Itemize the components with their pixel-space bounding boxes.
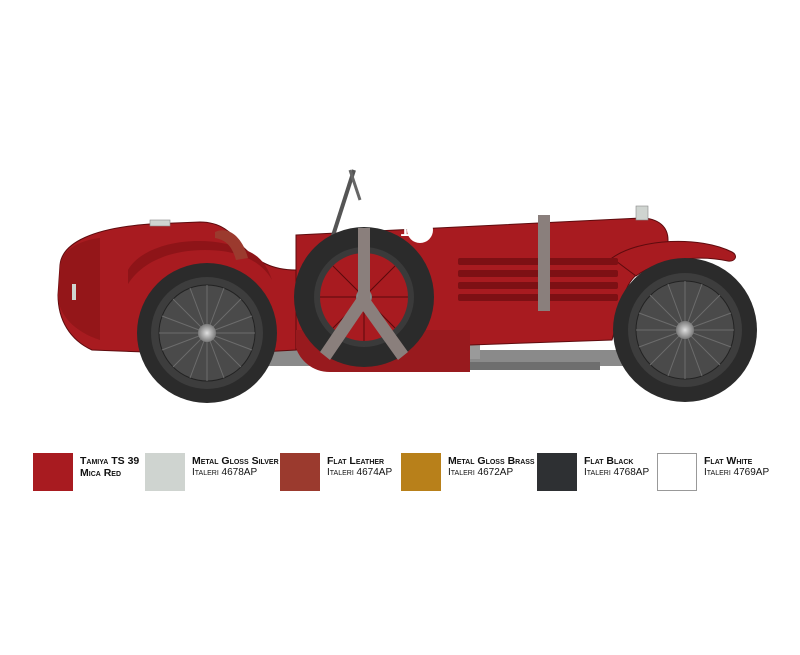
paint-code: Italeri 4769AP [704, 467, 770, 478]
bonnet-strap [538, 215, 550, 311]
color-swatch [537, 453, 577, 491]
paint-code: Italeri 4678AP [192, 467, 258, 478]
paint-name: Flat Black [584, 455, 634, 467]
racing-car-illustration: 11 [57, 169, 757, 403]
paint-name: Flat White [704, 455, 753, 467]
color-swatch [401, 453, 441, 491]
paint-name: Flat Leather [327, 455, 385, 467]
front-wheel [137, 263, 277, 403]
paint-code: Italeri 4672AP [448, 467, 514, 478]
paint-code: Italeri 4768AP [584, 467, 650, 478]
color-swatch [657, 453, 697, 491]
paint-code: Italeri 4674AP [327, 467, 393, 478]
rear-wheel [613, 258, 757, 402]
color-swatch [33, 453, 73, 491]
spare-wheel [294, 227, 434, 367]
paint-name: Tamiya TS 39 [80, 455, 140, 467]
color-swatch [145, 453, 185, 491]
paint-code: Mica Red [80, 467, 122, 479]
race-number: 11 [400, 220, 419, 240]
color-swatch [280, 453, 320, 491]
paint-name: Metal Gloss Silver [192, 455, 279, 467]
race-number-roundel [407, 217, 433, 243]
spare-wheel-straps [320, 228, 408, 360]
leather-seat [215, 230, 248, 260]
radiator-cap [635, 205, 649, 221]
filler-cap [149, 219, 171, 227]
paint-name: Metal Gloss Brass [448, 455, 535, 467]
headlamp [72, 284, 76, 300]
steering-column [328, 169, 356, 246]
paint-color-legend: Tamiya TS 39 Mica Red Metal Gloss Silver… [0, 453, 800, 498]
